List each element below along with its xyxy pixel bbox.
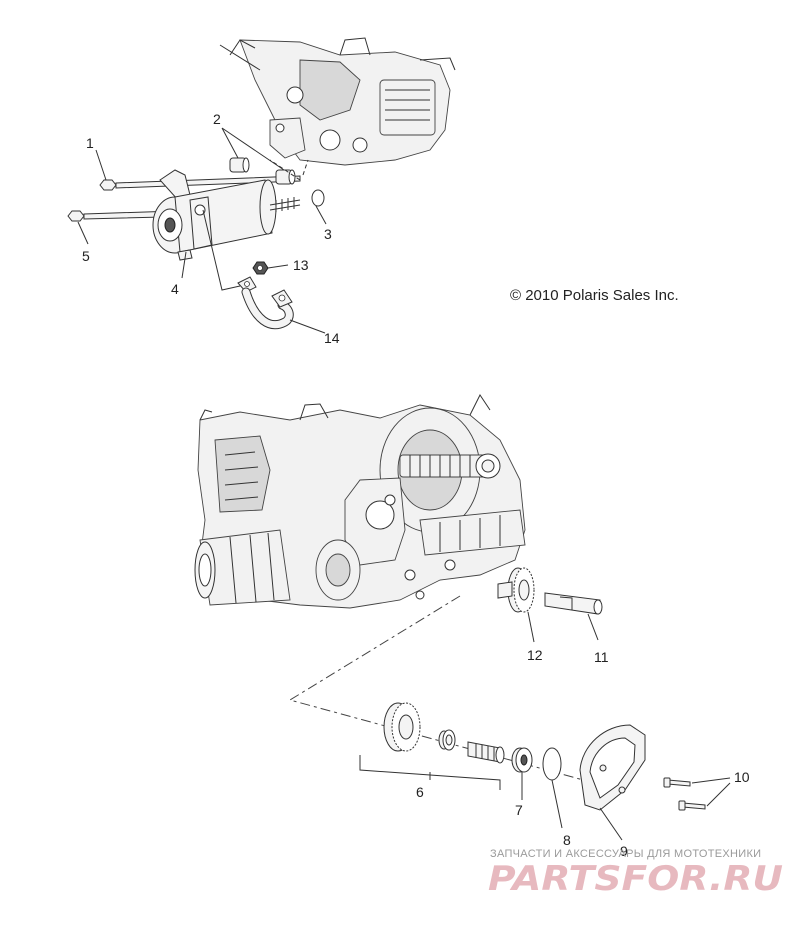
copyright-notice: © 2010 Polaris Sales Inc. bbox=[510, 287, 679, 304]
callout-7: 7 bbox=[515, 802, 523, 818]
callout-5: 5 bbox=[82, 248, 90, 264]
engine-assembly-bottom bbox=[194, 394, 526, 609]
watermark-brand: PARTSFOR.RU bbox=[488, 859, 783, 899]
callout-13: 13 bbox=[293, 257, 309, 273]
callout-10: 10 bbox=[734, 769, 750, 785]
assembly-path-line bbox=[288, 595, 621, 791]
starter-gear-12 bbox=[497, 567, 535, 613]
callout-9: 9 bbox=[620, 843, 628, 859]
bearing-7 bbox=[511, 747, 533, 773]
callout-4: 4 bbox=[171, 281, 179, 297]
watermark: ЗАПЧАСТИ И АКСЕССУАРЫ ДЛЯ МОТОТЕХНИКИ PA… bbox=[488, 848, 783, 899]
shaft-11 bbox=[544, 592, 603, 615]
o-ring-3 bbox=[311, 189, 325, 207]
callout-14: 14 bbox=[324, 330, 340, 346]
callout-2: 2 bbox=[213, 111, 221, 127]
screws-10 bbox=[663, 777, 706, 811]
callout-12: 12 bbox=[527, 647, 543, 663]
callout-8: 8 bbox=[563, 832, 571, 848]
o-ring-8 bbox=[542, 747, 562, 781]
callout-6: 6 bbox=[416, 784, 424, 800]
callout-11: 11 bbox=[594, 649, 609, 665]
nut-13 bbox=[252, 261, 269, 275]
dowel-sleeves-2 bbox=[229, 157, 296, 185]
starter-cable-14 bbox=[237, 276, 294, 330]
callout-1: 1 bbox=[86, 135, 94, 151]
leader-lines-bottom bbox=[359, 611, 731, 841]
bolt-1 bbox=[99, 175, 301, 191]
watermark-tagline: ЗАПЧАСТИ И АКСЕССУАРЫ ДЛЯ МОТОТЕХНИКИ bbox=[490, 848, 761, 860]
leader-lines-top bbox=[77, 127, 327, 334]
cover-9 bbox=[579, 724, 646, 811]
starter-motor-4 bbox=[152, 169, 301, 261]
callout-3: 3 bbox=[324, 226, 332, 242]
gear-assembly-6 bbox=[383, 702, 505, 764]
engine-block-top bbox=[219, 37, 456, 166]
